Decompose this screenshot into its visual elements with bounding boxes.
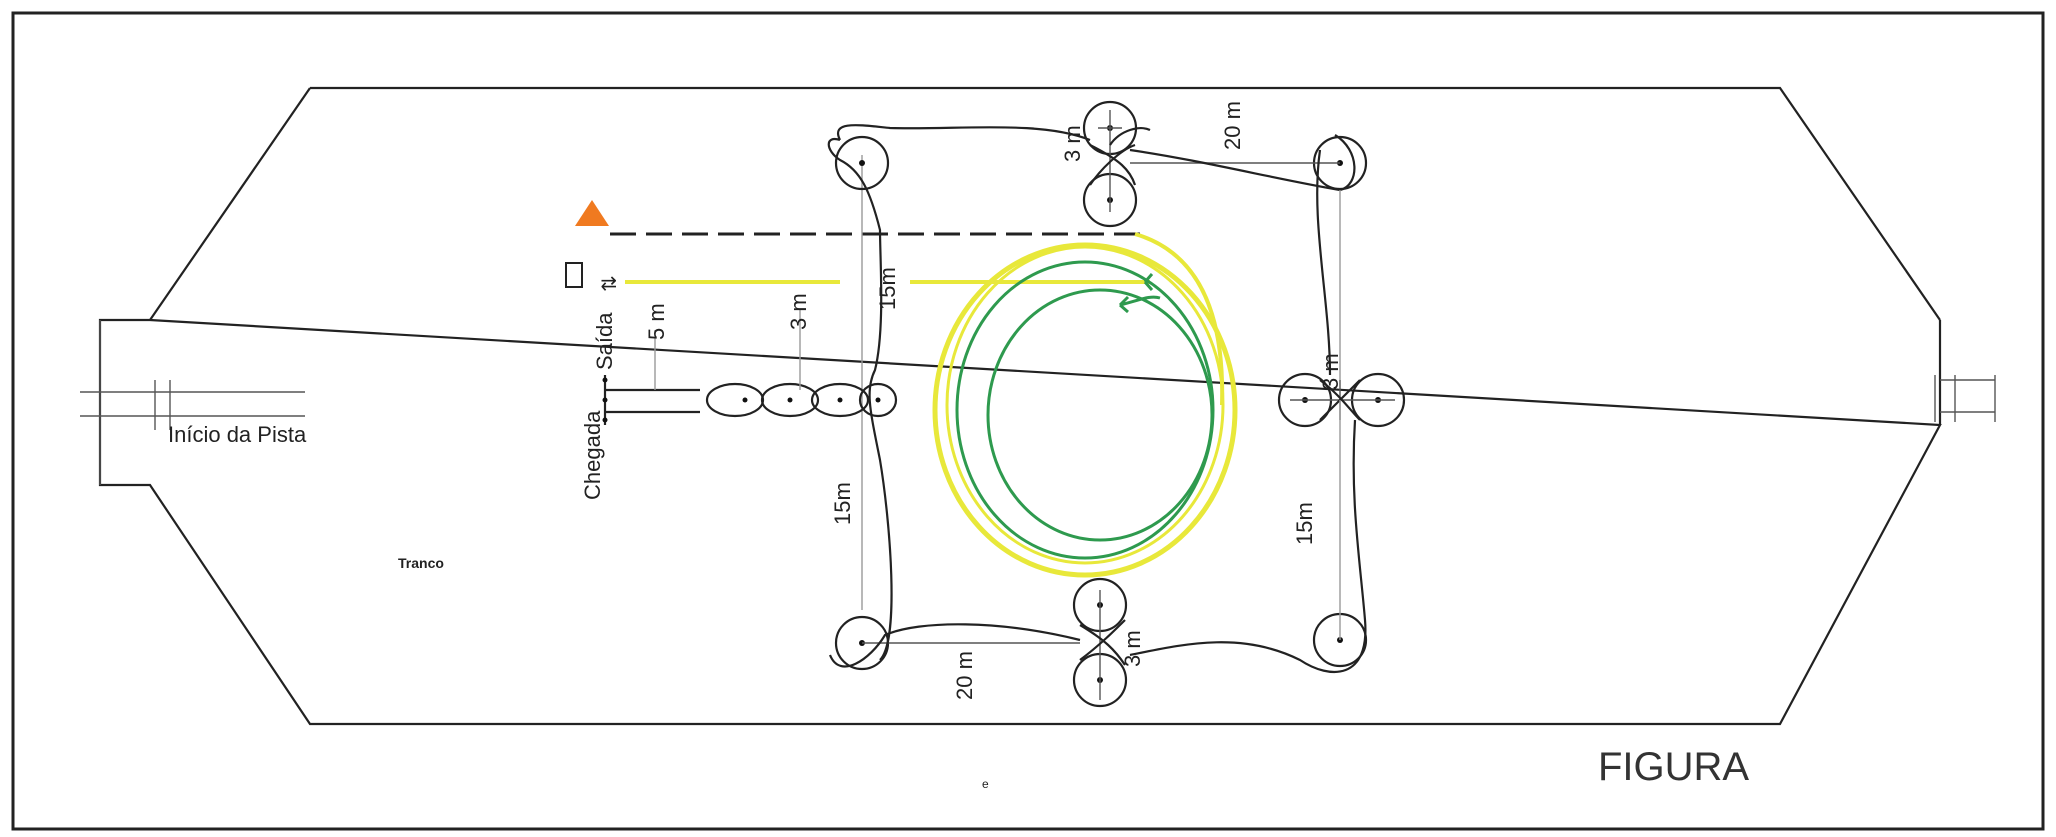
dist-15m-left-label: 15m	[830, 482, 855, 525]
tranco-label: Tranco	[398, 555, 444, 571]
exit-label: Saída	[592, 312, 617, 370]
dist-20m-top-label: 20 m	[1220, 101, 1245, 150]
start-track-label: Início da Pista	[168, 422, 307, 447]
green-arrow-2	[1118, 295, 1161, 314]
dist-15m-center-label: 15m	[875, 267, 900, 310]
pivot-bottom-center	[1072, 577, 1128, 708]
right-gate	[1934, 375, 1996, 422]
stray-mark: e	[982, 777, 989, 791]
arena-outline	[98, 86, 1942, 726]
pivot-right-center	[1277, 372, 1406, 428]
dist-3m-c-label: 3 m	[1318, 353, 1343, 390]
arena-edge-top-left	[149, 87, 311, 321]
dist-3m-d-label: 3 m	[1120, 630, 1145, 667]
course-path-connector	[1109, 127, 1151, 146]
yellow-entry-arc	[1134, 232, 1225, 406]
yellow-circle-outer	[932, 242, 1238, 578]
dist-20m-bottom-label: 20 m	[952, 651, 977, 700]
dist-3m-b-label: 3 m	[1060, 125, 1085, 162]
arrow-glyphs: ⇅	[599, 275, 621, 292]
dist-5m-label: 5 m	[644, 303, 669, 340]
start-finish-lanes	[602, 310, 898, 425]
course-path	[827, 124, 1367, 673]
dist-15m-right-label: 15m	[1292, 502, 1317, 545]
start-box-marker	[565, 262, 583, 288]
orange-triangle-marker	[575, 200, 609, 226]
pivot-top-center	[1082, 100, 1138, 228]
green-arrow-1	[1143, 273, 1154, 291]
start-corridor	[80, 320, 305, 485]
figure-label: FIGURA	[1598, 745, 1749, 789]
pivot-top-left	[834, 135, 890, 191]
green-circle-inner	[986, 288, 1214, 542]
outer-frame	[11, 11, 2045, 831]
finish-label: Chegada	[580, 410, 605, 500]
dist-3m-a-label: 3 m	[786, 293, 811, 330]
